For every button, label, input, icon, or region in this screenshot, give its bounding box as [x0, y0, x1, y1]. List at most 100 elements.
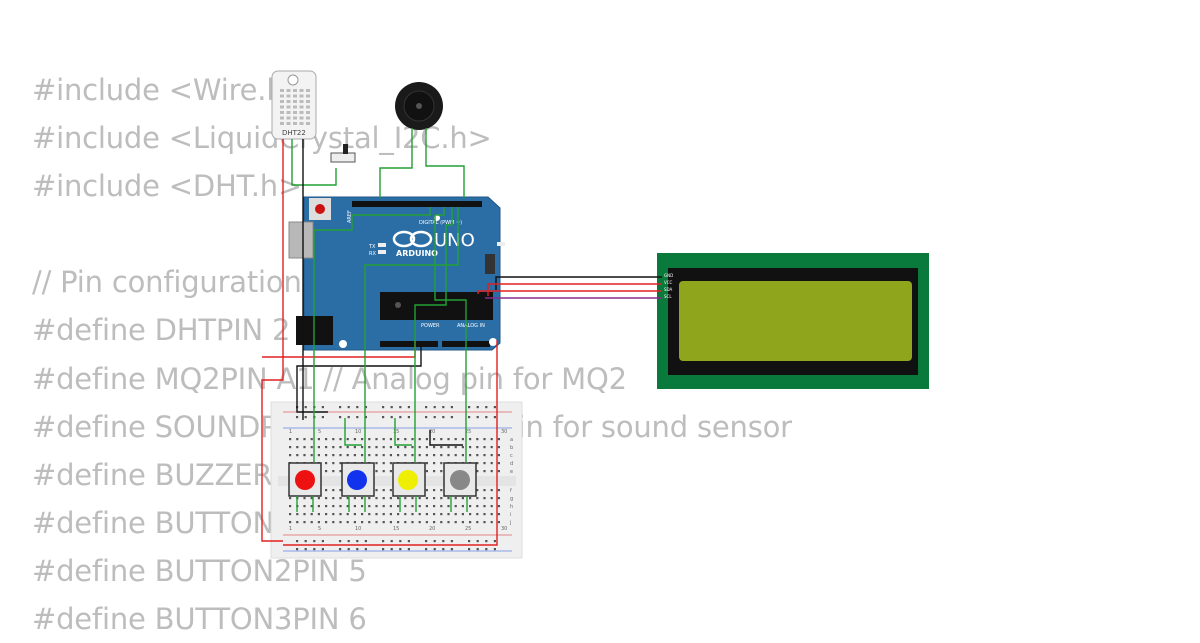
breadboard-hole [476, 548, 479, 551]
breadboard-hole [382, 470, 385, 473]
dht22-sensor[interactable]: DHT22 [271, 70, 317, 140]
breadboard-hole [440, 489, 443, 492]
uno-label: UNO [434, 230, 475, 251]
breadboard-hole [289, 454, 292, 457]
dht-grille-slot [280, 122, 284, 125]
breadboard-hole [485, 416, 488, 419]
breadboard-hole [469, 505, 472, 508]
breadboard-hole [440, 470, 443, 473]
dht-grille-slot [306, 122, 310, 125]
breadboard-hole [364, 416, 367, 419]
breadboard-hole [440, 513, 443, 516]
red-pushbutton[interactable] [288, 462, 322, 497]
lcd-display[interactable]: GND VCC SDA SCL [657, 253, 929, 389]
breadboard-hole [447, 454, 450, 457]
breadboard-hole [404, 505, 407, 508]
breadboard-hole [407, 540, 410, 543]
dht-grille-slot [286, 100, 291, 103]
breadboard-hole [332, 438, 335, 441]
power-header-label: POWER [421, 323, 440, 329]
breadboard-hole [332, 462, 335, 465]
breadboard-hole [339, 446, 342, 449]
breadboard-hole [418, 505, 421, 508]
dht-grille-slot [286, 116, 291, 120]
breadboard-hole [382, 438, 385, 441]
breadboard-hole [397, 497, 400, 500]
breadboard-hole [368, 513, 371, 516]
breadboard-hole [368, 521, 371, 524]
breadboard-hole [490, 513, 493, 516]
lcd-pin-vcc: VCC [664, 280, 673, 285]
breadboard-hole [317, 521, 320, 524]
breadboard-hole [339, 505, 342, 508]
breadboard-hole [418, 513, 421, 516]
breadboard-hole [461, 513, 464, 516]
dht-grille-slot [280, 100, 284, 103]
breadboard-hole [407, 416, 410, 419]
breadboard-hole [397, 438, 400, 441]
dht-grille-slot [299, 94, 304, 98]
breadboard-hole [325, 446, 328, 449]
breadboard-hole [483, 521, 486, 524]
code-line: #define MQ2PIN A1 // Analog pin for MQ2 [32, 361, 627, 396]
breadboard-hole [399, 416, 402, 419]
breadboard-hole [433, 540, 436, 543]
breadboard-hole [389, 489, 392, 492]
breadboard-hole [382, 454, 385, 457]
breadboard-hole [364, 406, 367, 409]
breadboard-hole [493, 540, 496, 543]
arduino-uno-board[interactable]: DIGITAL (PWM ~) AREF POWER ANALOG IN TX … [288, 196, 515, 351]
breadboard-hole [382, 497, 385, 500]
breadboard-hole [418, 454, 421, 457]
bb-row-label: e [510, 469, 513, 475]
gray-pushbutton[interactable] [443, 462, 477, 497]
breadboard-hole [440, 462, 443, 465]
breadboard-hole [490, 446, 493, 449]
breadboard-hole [356, 406, 359, 409]
breadboard-hole [440, 497, 443, 500]
breadboard-hole [425, 454, 428, 457]
breadboard-hole [411, 505, 414, 508]
dht-grille-slot [306, 111, 310, 114]
breadboard-hole [303, 454, 306, 457]
breadboard-hole [347, 540, 350, 543]
breadboard-hole [382, 540, 385, 543]
breadboard-hole [411, 446, 414, 449]
slide-switch[interactable] [330, 144, 356, 163]
buzzer[interactable] [395, 82, 443, 130]
breadboard-hole [490, 505, 493, 508]
breadboard-hole [390, 548, 393, 551]
breadboard-hole [332, 470, 335, 473]
code-line: #define DHTPIN 2 [32, 313, 291, 348]
breadboard-hole [375, 446, 378, 449]
dht-grille-slot [299, 105, 304, 109]
breadboard-hole [353, 497, 356, 500]
breadboard-hole [461, 438, 464, 441]
breadboard-hole [382, 505, 385, 508]
bb-col-label: 1 [289, 526, 292, 532]
breadboard-hole [397, 446, 400, 449]
yellow-pushbutton[interactable] [392, 462, 426, 497]
breadboard-hole [425, 446, 428, 449]
breadboard-hole [332, 513, 335, 516]
breadboard-hole [425, 406, 428, 409]
bb-col-label: 25 [465, 429, 471, 435]
dht-grille-slot [286, 111, 291, 114]
breadboard-hole [339, 489, 342, 492]
breadboard-hole [389, 513, 392, 516]
breadboard-hole [397, 521, 400, 524]
breadboard-hole [433, 497, 436, 500]
blue-pushbutton[interactable] [341, 462, 375, 497]
breadboard-hole [397, 505, 400, 508]
breadboard-hole [361, 505, 364, 508]
breadboard-hole [418, 497, 421, 500]
breadboard-hole [425, 497, 428, 500]
breadboard-hole [476, 489, 479, 492]
breadboard-hole [353, 438, 356, 441]
breadboard-hole [313, 548, 316, 551]
breadboard-hole [425, 548, 428, 551]
lcd-pin-gnd: GND [664, 273, 673, 278]
breadboard-hole [440, 438, 443, 441]
breadboard-hole [321, 540, 324, 543]
breadboard-hole [332, 521, 335, 524]
